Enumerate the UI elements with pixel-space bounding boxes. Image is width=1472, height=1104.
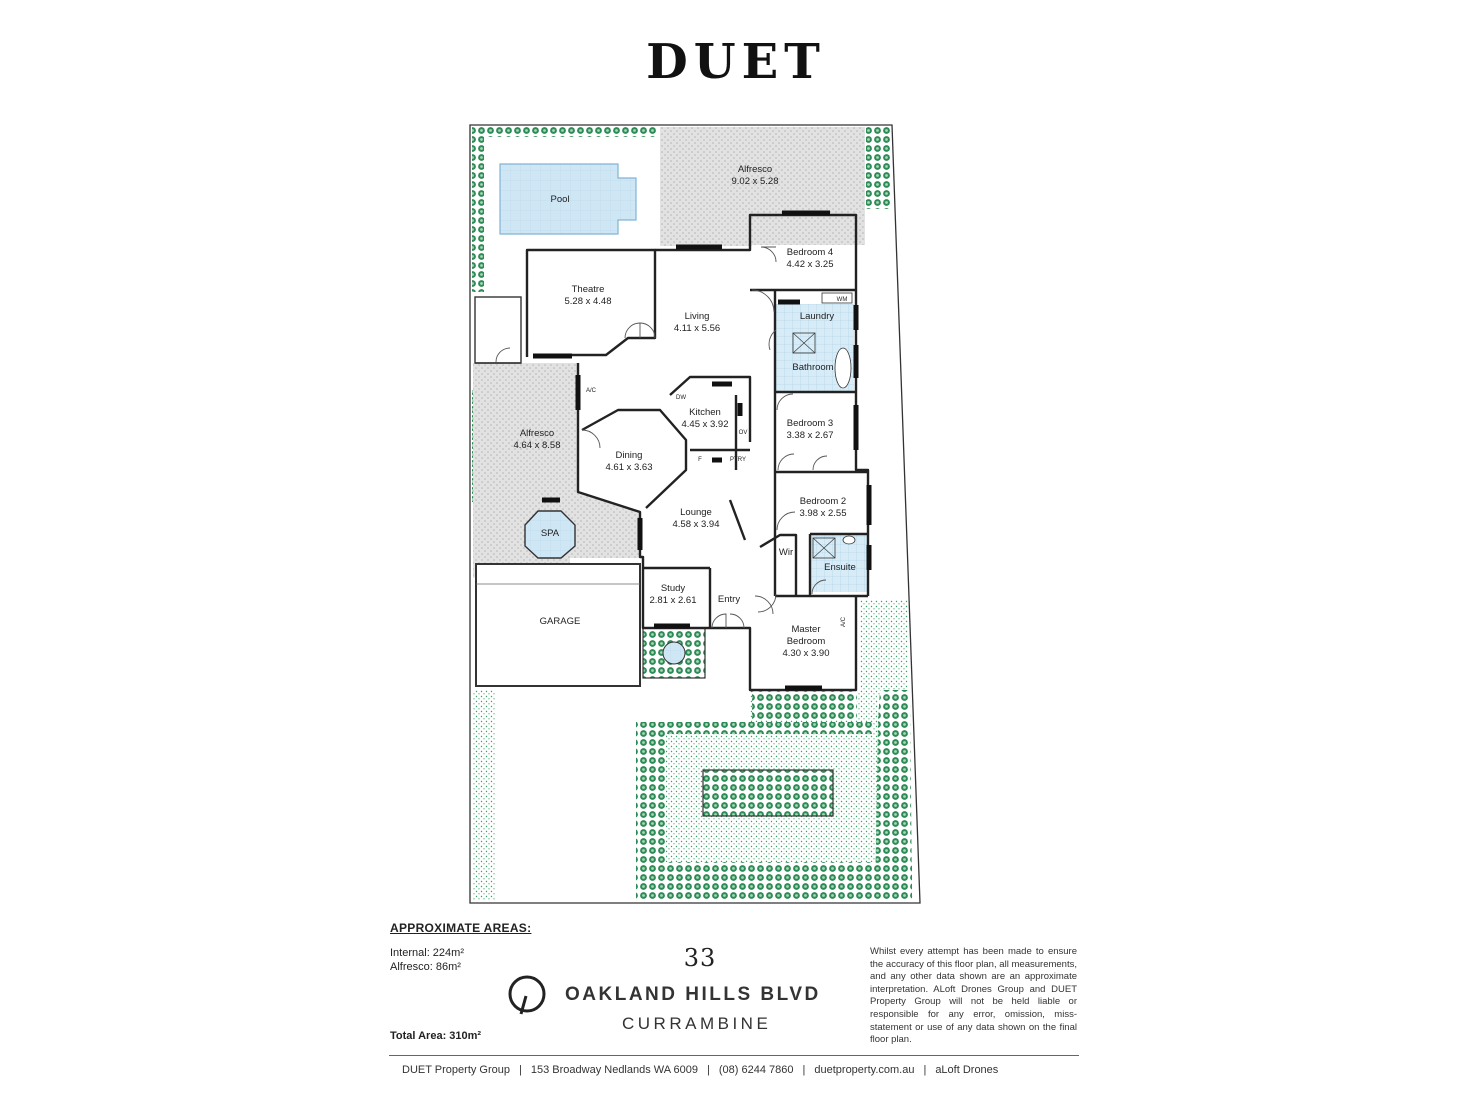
size-living: 4.11 x 5.56 xyxy=(674,323,720,334)
label-ov: OV xyxy=(739,430,748,436)
footer-address: 153 Broadway Nedlands WA 6009 xyxy=(530,1064,699,1076)
footer-web[interactable]: duetproperty.com.au xyxy=(814,1064,915,1076)
label-entry: Entry xyxy=(718,594,740,605)
footer-credit: aLoft Drones xyxy=(935,1064,999,1076)
size-study: 2.81 x 2.61 xyxy=(649,595,696,606)
label-ac-2: A/C xyxy=(841,616,847,627)
size-theatre: 5.28 x 4.48 xyxy=(564,296,611,307)
area-alfresco: Alfresco: 86m² xyxy=(390,961,461,973)
hedge-top-right xyxy=(866,127,890,209)
label-master-2: Bedroom xyxy=(787,636,826,647)
footer-phone: (08) 6244 7860 xyxy=(718,1064,794,1076)
footer-company: DUET Property Group xyxy=(402,1064,511,1076)
hedge-left xyxy=(472,127,484,292)
label-bedroom3: Bedroom 3 xyxy=(787,418,833,429)
size-lounge: 4.58 x 3.94 xyxy=(672,519,719,530)
disclaimer: Whilst every attempt has been made to en… xyxy=(870,946,1077,1046)
label-bathroom: Bathroom xyxy=(792,362,833,373)
label-alfresco-side: Alfresco xyxy=(520,428,554,439)
area-internal: Internal: 224m² xyxy=(390,947,464,959)
label-master-1: Master xyxy=(791,624,820,635)
label-wir: Wir xyxy=(779,547,793,558)
label-bedroom2: Bedroom 2 xyxy=(800,496,846,507)
label-spa: SPA xyxy=(541,528,560,539)
label-lounge: Lounge xyxy=(680,507,712,518)
label-bedroom4: Bedroom 4 xyxy=(787,247,833,258)
duet-q-icon xyxy=(508,975,546,1015)
pool xyxy=(499,163,637,235)
street-name: OAKLAND HILLS BLVD xyxy=(565,984,821,1005)
label-ensuite: Ensuite xyxy=(824,562,856,573)
size-kitchen: 4.45 x 3.92 xyxy=(681,419,728,430)
label-laundry: Laundry xyxy=(800,311,835,322)
size-bedroom3: 3.38 x 2.67 xyxy=(786,430,833,441)
label-garage: GARAGE xyxy=(540,616,581,627)
label-dining: Dining xyxy=(616,450,643,461)
label-study: Study xyxy=(661,583,686,594)
size-alfresco-rear: 9.02 x 5.28 xyxy=(731,176,778,187)
hedge-top xyxy=(472,127,658,137)
footer: DUET Property Group|153 Broadway Nedland… xyxy=(402,1064,999,1076)
label-wm: WM xyxy=(837,297,848,303)
area-total: Total Area: 310m² xyxy=(390,1030,482,1042)
label-ptry: PTRY xyxy=(730,457,746,463)
areas-heading: APPROXIMATE AREAS: xyxy=(390,921,532,935)
label-dw: DW xyxy=(676,395,686,401)
label-pool: Pool xyxy=(550,194,569,205)
size-alfresco-side: 4.64 x 8.58 xyxy=(513,440,560,451)
label-living: Living xyxy=(685,311,710,322)
garden-bed xyxy=(702,769,834,817)
size-dining: 4.61 x 3.63 xyxy=(605,462,652,473)
label-alfresco-rear: Alfresco xyxy=(738,164,772,175)
size-master: 4.30 x 3.90 xyxy=(782,648,829,659)
size-bedroom2: 3.98 x 2.55 xyxy=(799,508,846,519)
size-bedroom4: 4.42 x 3.25 xyxy=(786,259,833,270)
suburb: CURRAMBINE xyxy=(622,1014,772,1033)
street-number: 33 xyxy=(683,944,717,972)
label-ac-1: A/C xyxy=(586,388,597,394)
spa xyxy=(524,510,576,559)
label-f: F xyxy=(698,457,702,463)
label-theatre: Theatre xyxy=(572,284,605,295)
label-kitchen: Kitchen xyxy=(689,407,721,418)
footer-divider xyxy=(389,1055,1079,1056)
laundry-tile xyxy=(776,304,854,328)
brand-logo: DUET xyxy=(646,34,826,90)
